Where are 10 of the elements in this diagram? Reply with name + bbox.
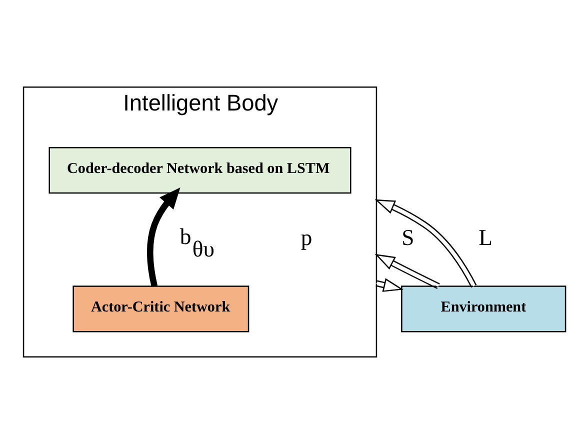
- arrow: [374, 253, 440, 288]
- arrow: [147, 187, 180, 286]
- node-box: Coder-decoder Network based on LSTM: [48, 146, 352, 194]
- node-box: Environment: [401, 285, 566, 332]
- edge-label: p: [300, 224, 312, 250]
- arrow: [376, 278, 404, 292]
- node-box: Actor-Critic Network: [72, 285, 250, 332]
- edge-label: L: [478, 224, 492, 250]
- arrow: [374, 198, 477, 288]
- edge-label: S: [402, 224, 414, 250]
